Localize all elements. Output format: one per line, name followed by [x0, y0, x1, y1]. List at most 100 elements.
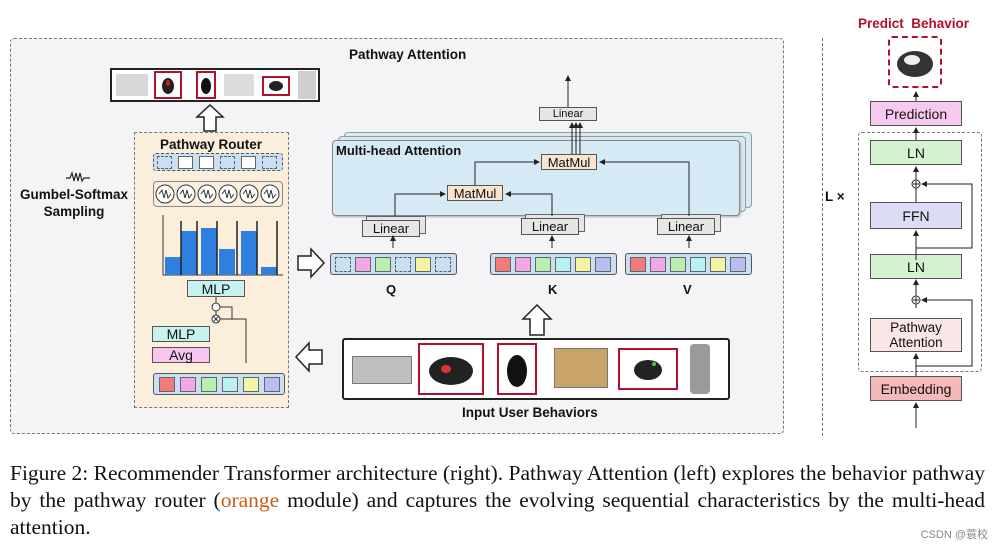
token-cell	[375, 257, 391, 272]
q-tokens	[330, 253, 457, 275]
predict-behavior-title: Predict Behavior	[858, 16, 970, 31]
thermos-image	[298, 71, 316, 99]
transformer-layer-box	[858, 132, 982, 372]
token-cell	[595, 257, 611, 272]
score-bar	[165, 257, 181, 275]
score-bar	[241, 231, 257, 275]
pathway-router-title: Pathway Router	[160, 137, 263, 152]
v-tokens	[625, 253, 752, 275]
pathway-attention-block: Pathway Attention	[870, 318, 962, 352]
token-cell	[201, 377, 217, 392]
figure-caption: Figure 2: Recommender Transformer archit…	[10, 460, 985, 541]
linear-out: Linear	[539, 107, 597, 121]
mask-cell	[241, 156, 256, 169]
token-cell	[264, 377, 280, 392]
pathway-attention-title: Pathway Attention	[349, 47, 467, 62]
token-cell	[495, 257, 511, 272]
mask-cell	[178, 156, 193, 169]
token-cell	[535, 257, 551, 272]
score-bar	[181, 231, 197, 275]
router-avg: Avg	[152, 347, 210, 363]
router-mlp-top: MLP	[187, 280, 245, 297]
token-cell	[650, 257, 666, 272]
router-to-strip-arrow	[195, 103, 225, 132]
embedding-block: Embedding	[870, 376, 962, 401]
mouse-image	[497, 343, 537, 395]
token-cell	[415, 257, 431, 272]
mask-cell	[199, 156, 214, 169]
gumbel-noise-row	[153, 181, 283, 207]
router-mlp-bottom: MLP	[152, 326, 210, 342]
matmul-top: MatMul	[541, 154, 597, 170]
pathway-attention-line1: Pathway	[890, 320, 942, 335]
score-bar	[201, 228, 217, 275]
mask-cell	[220, 156, 235, 169]
input-behaviors-strip	[342, 338, 730, 400]
token-cell	[180, 377, 196, 392]
token-cell	[435, 257, 451, 272]
router-ops	[211, 297, 247, 363]
score-bar	[261, 267, 277, 275]
token-cell	[335, 257, 351, 272]
k-tokens	[490, 253, 617, 275]
layers-label: L ×	[825, 189, 845, 204]
token-cell	[630, 257, 646, 272]
toaster-image	[352, 356, 412, 384]
token-cell	[515, 257, 531, 272]
token-cell	[555, 257, 571, 272]
linear-k: Linear	[521, 218, 579, 235]
token-cell	[710, 257, 726, 272]
toaster-image	[116, 74, 148, 96]
mha-box	[332, 140, 740, 216]
wireless-mouse-image	[262, 76, 290, 96]
gumbel-label: Gumbel-Softmax Sampling	[14, 186, 134, 220]
input-to-kv-arrow	[521, 303, 553, 336]
token-cell	[670, 257, 686, 272]
token-cell	[355, 257, 371, 272]
router-input-tokens	[153, 373, 285, 395]
book-box-image	[554, 348, 608, 388]
ln-top-block: LN	[870, 140, 962, 165]
router-mask-row	[153, 153, 283, 171]
token-cell	[222, 377, 238, 392]
v-label: V	[683, 282, 692, 297]
ffn-block: FFN	[870, 202, 962, 229]
panel-separator	[822, 38, 823, 436]
book-box-image	[224, 74, 254, 96]
pathway-attention-line2: Attention	[889, 335, 943, 350]
mask-cell	[157, 156, 172, 169]
thermos-image	[690, 344, 710, 394]
input-to-router-arrow	[294, 341, 323, 373]
linear-k-stack: Linear	[521, 214, 587, 236]
right-panel-arrows	[911, 91, 973, 428]
router-to-q-arrow	[297, 247, 326, 279]
linear-v-stack: Linear	[657, 214, 723, 236]
token-cell	[690, 257, 706, 272]
matmul-mid: MatMul	[447, 185, 503, 201]
k-label: K	[548, 282, 558, 297]
mask-cell	[262, 156, 277, 169]
gumbel-label-line1: Gumbel-Softmax	[19, 187, 128, 202]
csdn-watermark: CSDN @蓑校	[920, 529, 988, 541]
gumbel-noise-icon	[66, 170, 90, 189]
ln-bottom-block: LN	[870, 254, 962, 279]
mha-title: Multi-head Attention	[336, 143, 462, 158]
token-cell	[730, 257, 746, 272]
predicted-mouse-image	[888, 36, 942, 88]
gaming-mouse-image	[154, 71, 182, 99]
selected-behavior-strip	[110, 68, 320, 102]
gumbel-label-line2: Sampling	[43, 204, 105, 219]
token-cell	[159, 377, 175, 392]
caption-orange-word: orange	[220, 488, 280, 512]
prediction-block: Prediction	[870, 101, 962, 126]
mha-arrows	[390, 75, 692, 248]
caption-part2: module) and captures the evolving sequen…	[10, 488, 985, 539]
input-behaviors-caption: Input User Behaviors	[462, 405, 598, 420]
caption-part1: Figure 2: Recommender Transformer archit…	[10, 461, 985, 512]
gaming-mouse-image	[418, 343, 484, 395]
score-bar	[219, 249, 235, 275]
token-cell	[395, 257, 411, 272]
token-cell	[575, 257, 591, 272]
token-cell	[243, 377, 259, 392]
mouse-image	[196, 71, 216, 99]
